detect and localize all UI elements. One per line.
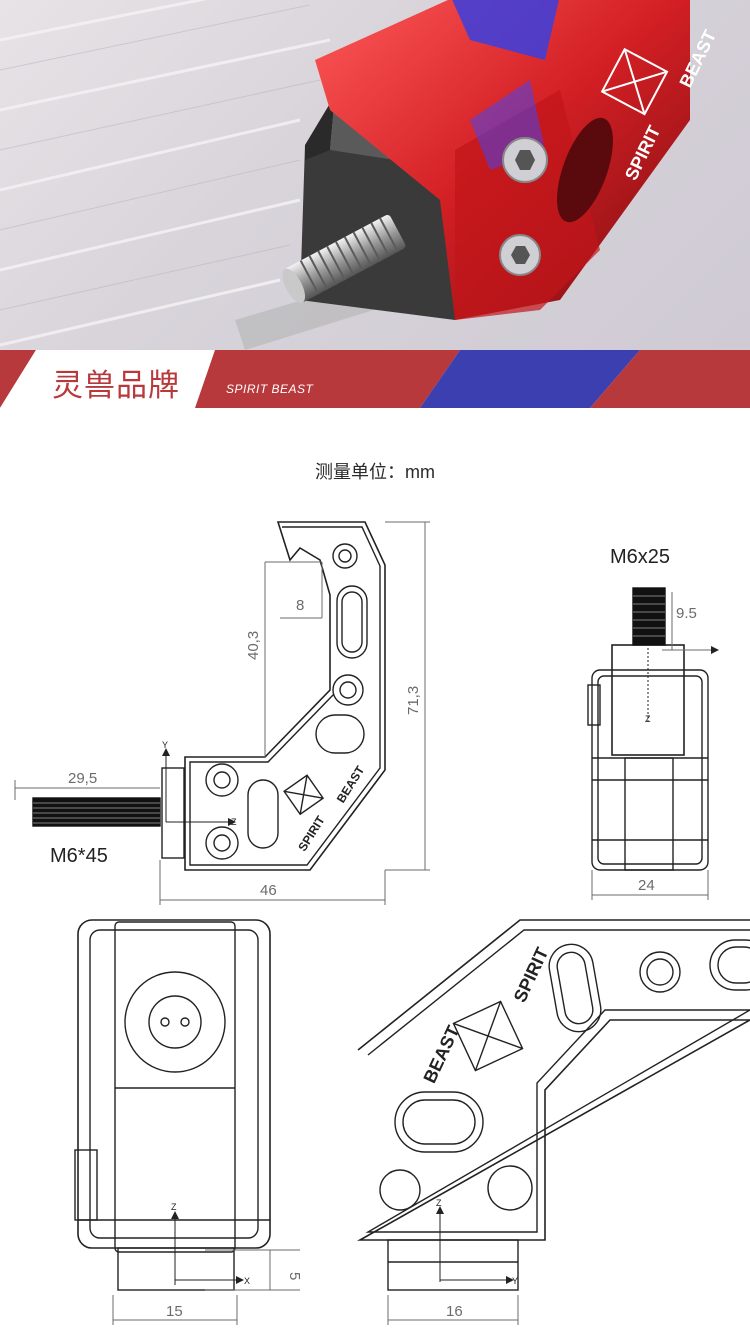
bottom-right-axis-y: Y: [512, 1276, 518, 1286]
dim-bottom-right-width: 16: [446, 1303, 463, 1320]
front-axis-z: Z: [645, 714, 651, 724]
dim-slot-width: 8: [296, 597, 304, 614]
bottom-right-axis-z: Z: [436, 1198, 442, 1208]
side-axis-y: Y: [162, 740, 168, 750]
product-hero-image: SPIRIT BEAST: [0, 0, 750, 350]
bottom-right-logo-spirit: SPIRIT: [510, 944, 553, 1005]
dim-front-width: 24: [638, 877, 655, 894]
dim-side-width: 46: [260, 882, 277, 899]
bottom-left-axis-x: X: [244, 1276, 250, 1286]
dim-total-height: 71,3: [405, 686, 422, 715]
side-view-drawing: [161, 521, 386, 871]
dim-bolt-length: 29,5: [68, 770, 97, 787]
side-logo-spirit: SPIRIT: [295, 813, 328, 854]
dim-bottom-left-width: 15: [166, 1303, 183, 1320]
brand-name-english: SPIRIT BEAST: [226, 382, 314, 396]
brand-banner: [0, 350, 750, 408]
brand-name-chinese: 灵兽品牌: [52, 368, 180, 404]
measurement-unit-label: 测量单位：mm: [315, 462, 435, 482]
bottom-right-logo-beast: BEAST: [420, 1022, 464, 1086]
front-bolt-callout: M6x25: [610, 546, 670, 568]
bottom-left-axis-z: Z: [171, 1202, 177, 1212]
front-view-drawing: [587, 644, 709, 871]
technical-drawings: 40,3 8 71,3 46 29,5 M6*45 Y Z SPIRIT BEA…: [14, 521, 750, 1325]
bottom-right-view-drawing: [356, 919, 750, 1291]
dim-bolt-protrusion: 9.5: [676, 605, 697, 622]
dim-bottom-left-height: 5: [286, 1272, 303, 1280]
side-bolt-callout: M6*45: [50, 845, 108, 867]
bottom-left-view-drawing: [74, 919, 271, 1291]
dim-slot-height: 40,3: [245, 631, 262, 660]
side-axis-z: Z: [231, 817, 237, 827]
